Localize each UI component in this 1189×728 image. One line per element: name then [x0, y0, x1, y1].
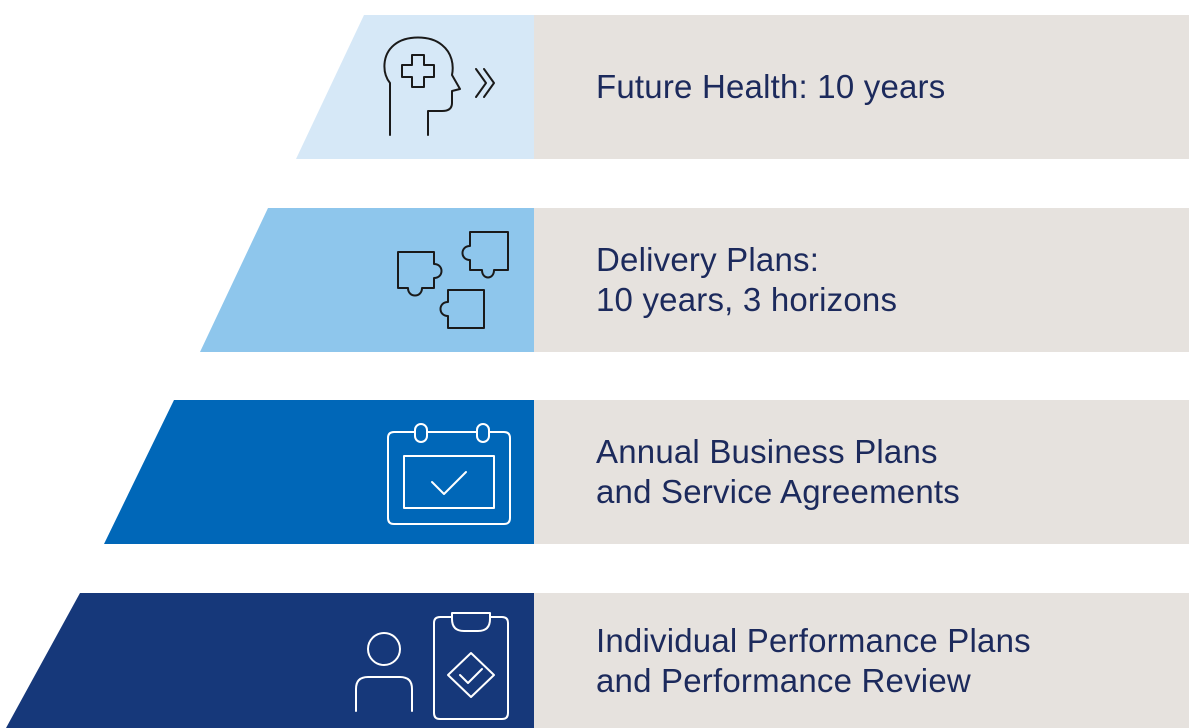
tier-4-label: Individual Performance Plans and Perform… — [596, 621, 1031, 699]
tier-annual-business-plans: Annual Business Plans and Service Agreem… — [0, 400, 1189, 544]
tier-future-health: Future Health: 10 years — [0, 15, 1189, 159]
puzzle-icon — [397, 231, 509, 329]
tier-2-label: Delivery Plans: 10 years, 3 horizons — [596, 241, 898, 318]
person-clipboard-icon — [355, 612, 509, 720]
tier-4-label-box: Individual Performance Plans and Perform… — [534, 593, 1189, 728]
tier-3-label: Annual Business Plans and Service Agreem… — [596, 433, 960, 510]
tier-individual-performance: Individual Performance Plans and Perform… — [0, 593, 1189, 728]
tier-1-label-box: Future Health: 10 years — [534, 15, 1189, 159]
tier-1-label: Future Health: 10 years — [596, 68, 946, 105]
head-health-icon — [383, 36, 495, 136]
tier-4-band — [6, 593, 534, 728]
tier-delivery-plans: Delivery Plans: 10 years, 3 horizons — [0, 208, 1189, 352]
tier-2-label-box: Delivery Plans: 10 years, 3 horizons — [534, 208, 1189, 352]
tier-2-band — [200, 208, 534, 352]
calendar-check-icon — [387, 423, 511, 525]
tier-3-label-box: Annual Business Plans and Service Agreem… — [534, 400, 1189, 544]
